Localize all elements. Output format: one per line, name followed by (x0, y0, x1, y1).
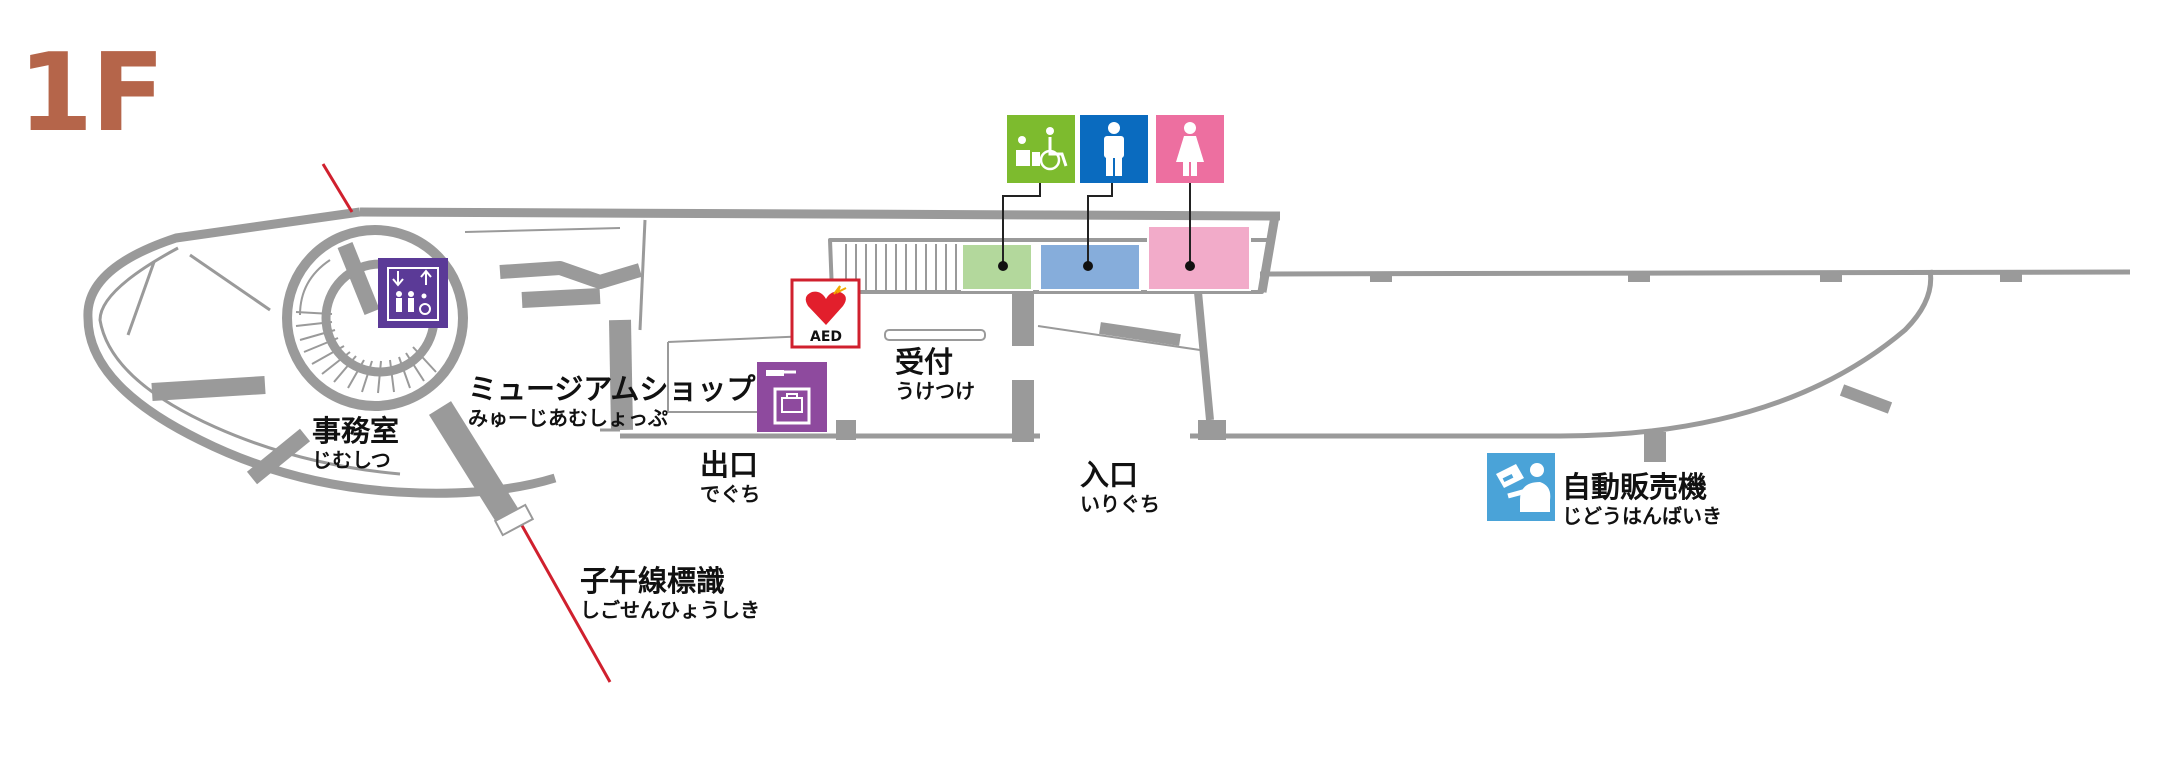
vending-machine-kana: じどうはんばいき (1562, 504, 1722, 528)
coin-locker-icon (757, 362, 827, 432)
floor-plan-walls (83, 207, 2131, 527)
multipurpose-toilet-icon (1007, 115, 1075, 183)
exit-kana: でぐち (700, 482, 761, 506)
womens-toilet-room (1147, 225, 1251, 291)
entrance-kana: いりぐち (1080, 492, 1160, 516)
entrance-name: 入口 (1080, 458, 1139, 492)
aed-text: AED (810, 329, 842, 345)
office-name: 事務室 (312, 414, 400, 448)
reception-label: 受付 うけつけ (895, 345, 975, 403)
meridian-marker-post (493, 503, 535, 537)
museum-shop-label: ミュージアムショップ みゅーじあむしょっぷ (468, 372, 755, 430)
museum-shop-name: ミュージアムショップ (468, 372, 756, 406)
floor-number: 1F (18, 31, 165, 156)
mens-toilet-dot (1083, 261, 1093, 271)
entrance-label: 入口 いりぐち (1080, 458, 1160, 516)
exit-label: 出口 でぐち (700, 448, 760, 506)
womens-toilet-icon (1156, 115, 1224, 183)
reception-name: 受付 (895, 345, 954, 379)
multipurpose-toilet-dot (998, 261, 1008, 271)
meridian-line (321, 163, 612, 683)
womens-toilet-dot (1185, 261, 1195, 271)
mens-toilet-icon (1080, 115, 1148, 183)
meridian-marker-kana: しごせんひょうしき (580, 598, 760, 622)
multipurpose-toilet-room (961, 243, 1033, 291)
meridian-marker-label: 子午線標識 しごせんひょうしき (580, 564, 760, 622)
elevator-icon (378, 258, 448, 328)
reception-kana: うけつけ (895, 379, 975, 403)
office-kana: じむしつ (312, 448, 391, 472)
vending-machine-icon (1487, 453, 1555, 521)
office-label: 事務室 じむしつ (312, 414, 399, 472)
museum-shop-kana: みゅーじあむしょっぷ (468, 406, 668, 430)
aed-icon: AED (790, 278, 861, 349)
toilet-leader-lines (1002, 182, 1191, 266)
meridian-marker-name: 子午線標識 (580, 564, 726, 598)
vending-machine-label: 自動販売機 じどうはんばいき (1562, 470, 1722, 528)
vending-machine-name: 自動販売機 (1562, 470, 1708, 504)
exit-name: 出口 (700, 448, 759, 482)
